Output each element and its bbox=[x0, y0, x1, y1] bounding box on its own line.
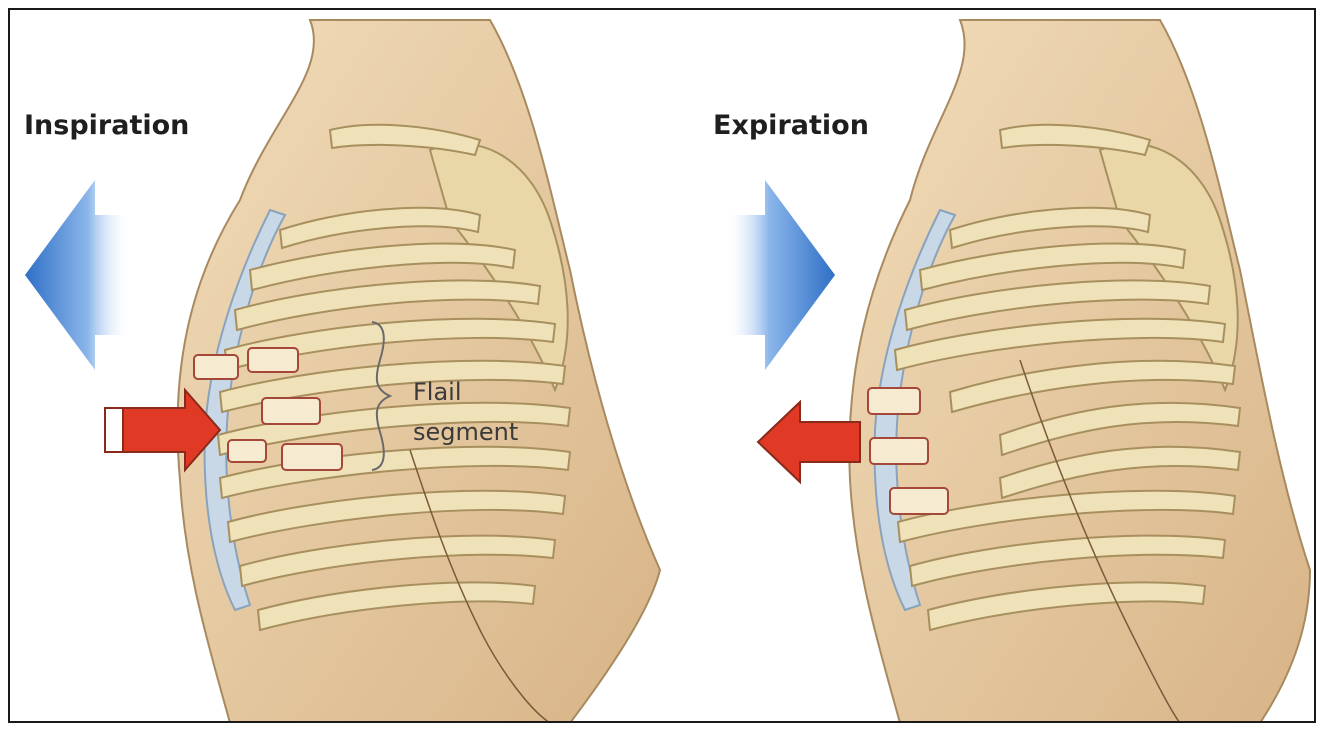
diagram-svg bbox=[10, 10, 1316, 723]
arrow-left-red-icon bbox=[758, 402, 860, 482]
flail-label-line2: segment bbox=[413, 412, 518, 452]
diagram-frame: Inspiration Expiration Flail segment bbox=[8, 8, 1316, 723]
expiration-title: Expiration bbox=[713, 110, 869, 141]
flail-label-line1: Flail bbox=[413, 372, 518, 412]
inspiration-title: Inspiration bbox=[24, 110, 189, 141]
arrow-left-blue-icon bbox=[25, 180, 130, 370]
arrow-right-blue-icon bbox=[725, 180, 835, 370]
flail-segment-label: Flail segment bbox=[413, 372, 518, 452]
torso-expiration bbox=[849, 20, 1310, 723]
